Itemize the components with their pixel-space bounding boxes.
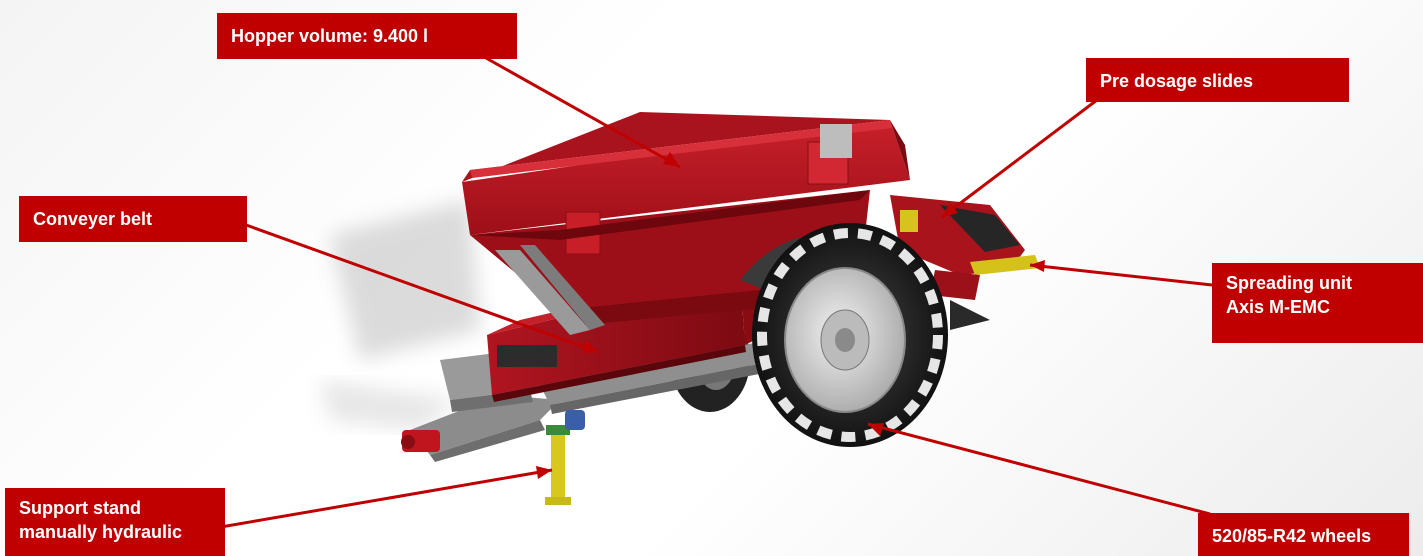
arrowhead-wheels bbox=[868, 423, 884, 436]
support-stand-callout: Support stand manually hydraulic bbox=[5, 488, 225, 556]
spreading-unit bbox=[890, 195, 1040, 330]
wheels-callout: 520/85-R42 wheels bbox=[1198, 513, 1409, 556]
support-stand-label-line1: Support stand bbox=[19, 498, 141, 518]
arrowhead-support bbox=[536, 466, 552, 479]
ground-shadow bbox=[320, 200, 480, 430]
wheels-label: 520/85-R42 wheels bbox=[1212, 526, 1372, 546]
hopper-volume-label: Hopper volume: 9.400 l bbox=[231, 26, 429, 46]
leader-arrowheads bbox=[536, 152, 1045, 479]
arrowhead-hopper bbox=[663, 152, 680, 167]
arrowhead-pre-dosage bbox=[942, 202, 958, 217]
spreading-unit-label-line2: Axis M-EMC bbox=[1226, 297, 1331, 317]
arrowhead-spreading bbox=[1030, 260, 1045, 272]
conveyer-belt-label: Conveyer belt bbox=[33, 209, 153, 229]
conveyer-belt-callout: Conveyer belt bbox=[19, 196, 247, 242]
pre-dosage-slides-label: Pre dosage slides bbox=[1100, 71, 1254, 91]
front-right-wheel bbox=[752, 223, 948, 447]
leader-hopper bbox=[485, 56, 681, 169]
support-stand-label-line2: manually hydraulic bbox=[19, 522, 183, 542]
leader-wheels bbox=[867, 422, 1211, 516]
leader-spreading bbox=[1029, 263, 1213, 287]
leader-support bbox=[214, 468, 553, 530]
arrowhead-conveyer bbox=[582, 340, 598, 353]
hopper-volume-callout: Hopper volume: 9.400 l bbox=[217, 13, 517, 59]
leader-lines bbox=[214, 56, 1213, 530]
spreading-unit-label-line1: Spreading unit bbox=[1226, 273, 1352, 293]
pre-dosage-slides-callout: Pre dosage slides bbox=[1086, 58, 1349, 102]
hopper-top-box bbox=[462, 112, 910, 255]
spreading-unit-callout: Spreading unit Axis M-EMC bbox=[1212, 263, 1423, 343]
leader-conveyer bbox=[234, 219, 599, 354]
leader-pre-dosage bbox=[941, 98, 1098, 219]
support-stand bbox=[545, 410, 585, 505]
